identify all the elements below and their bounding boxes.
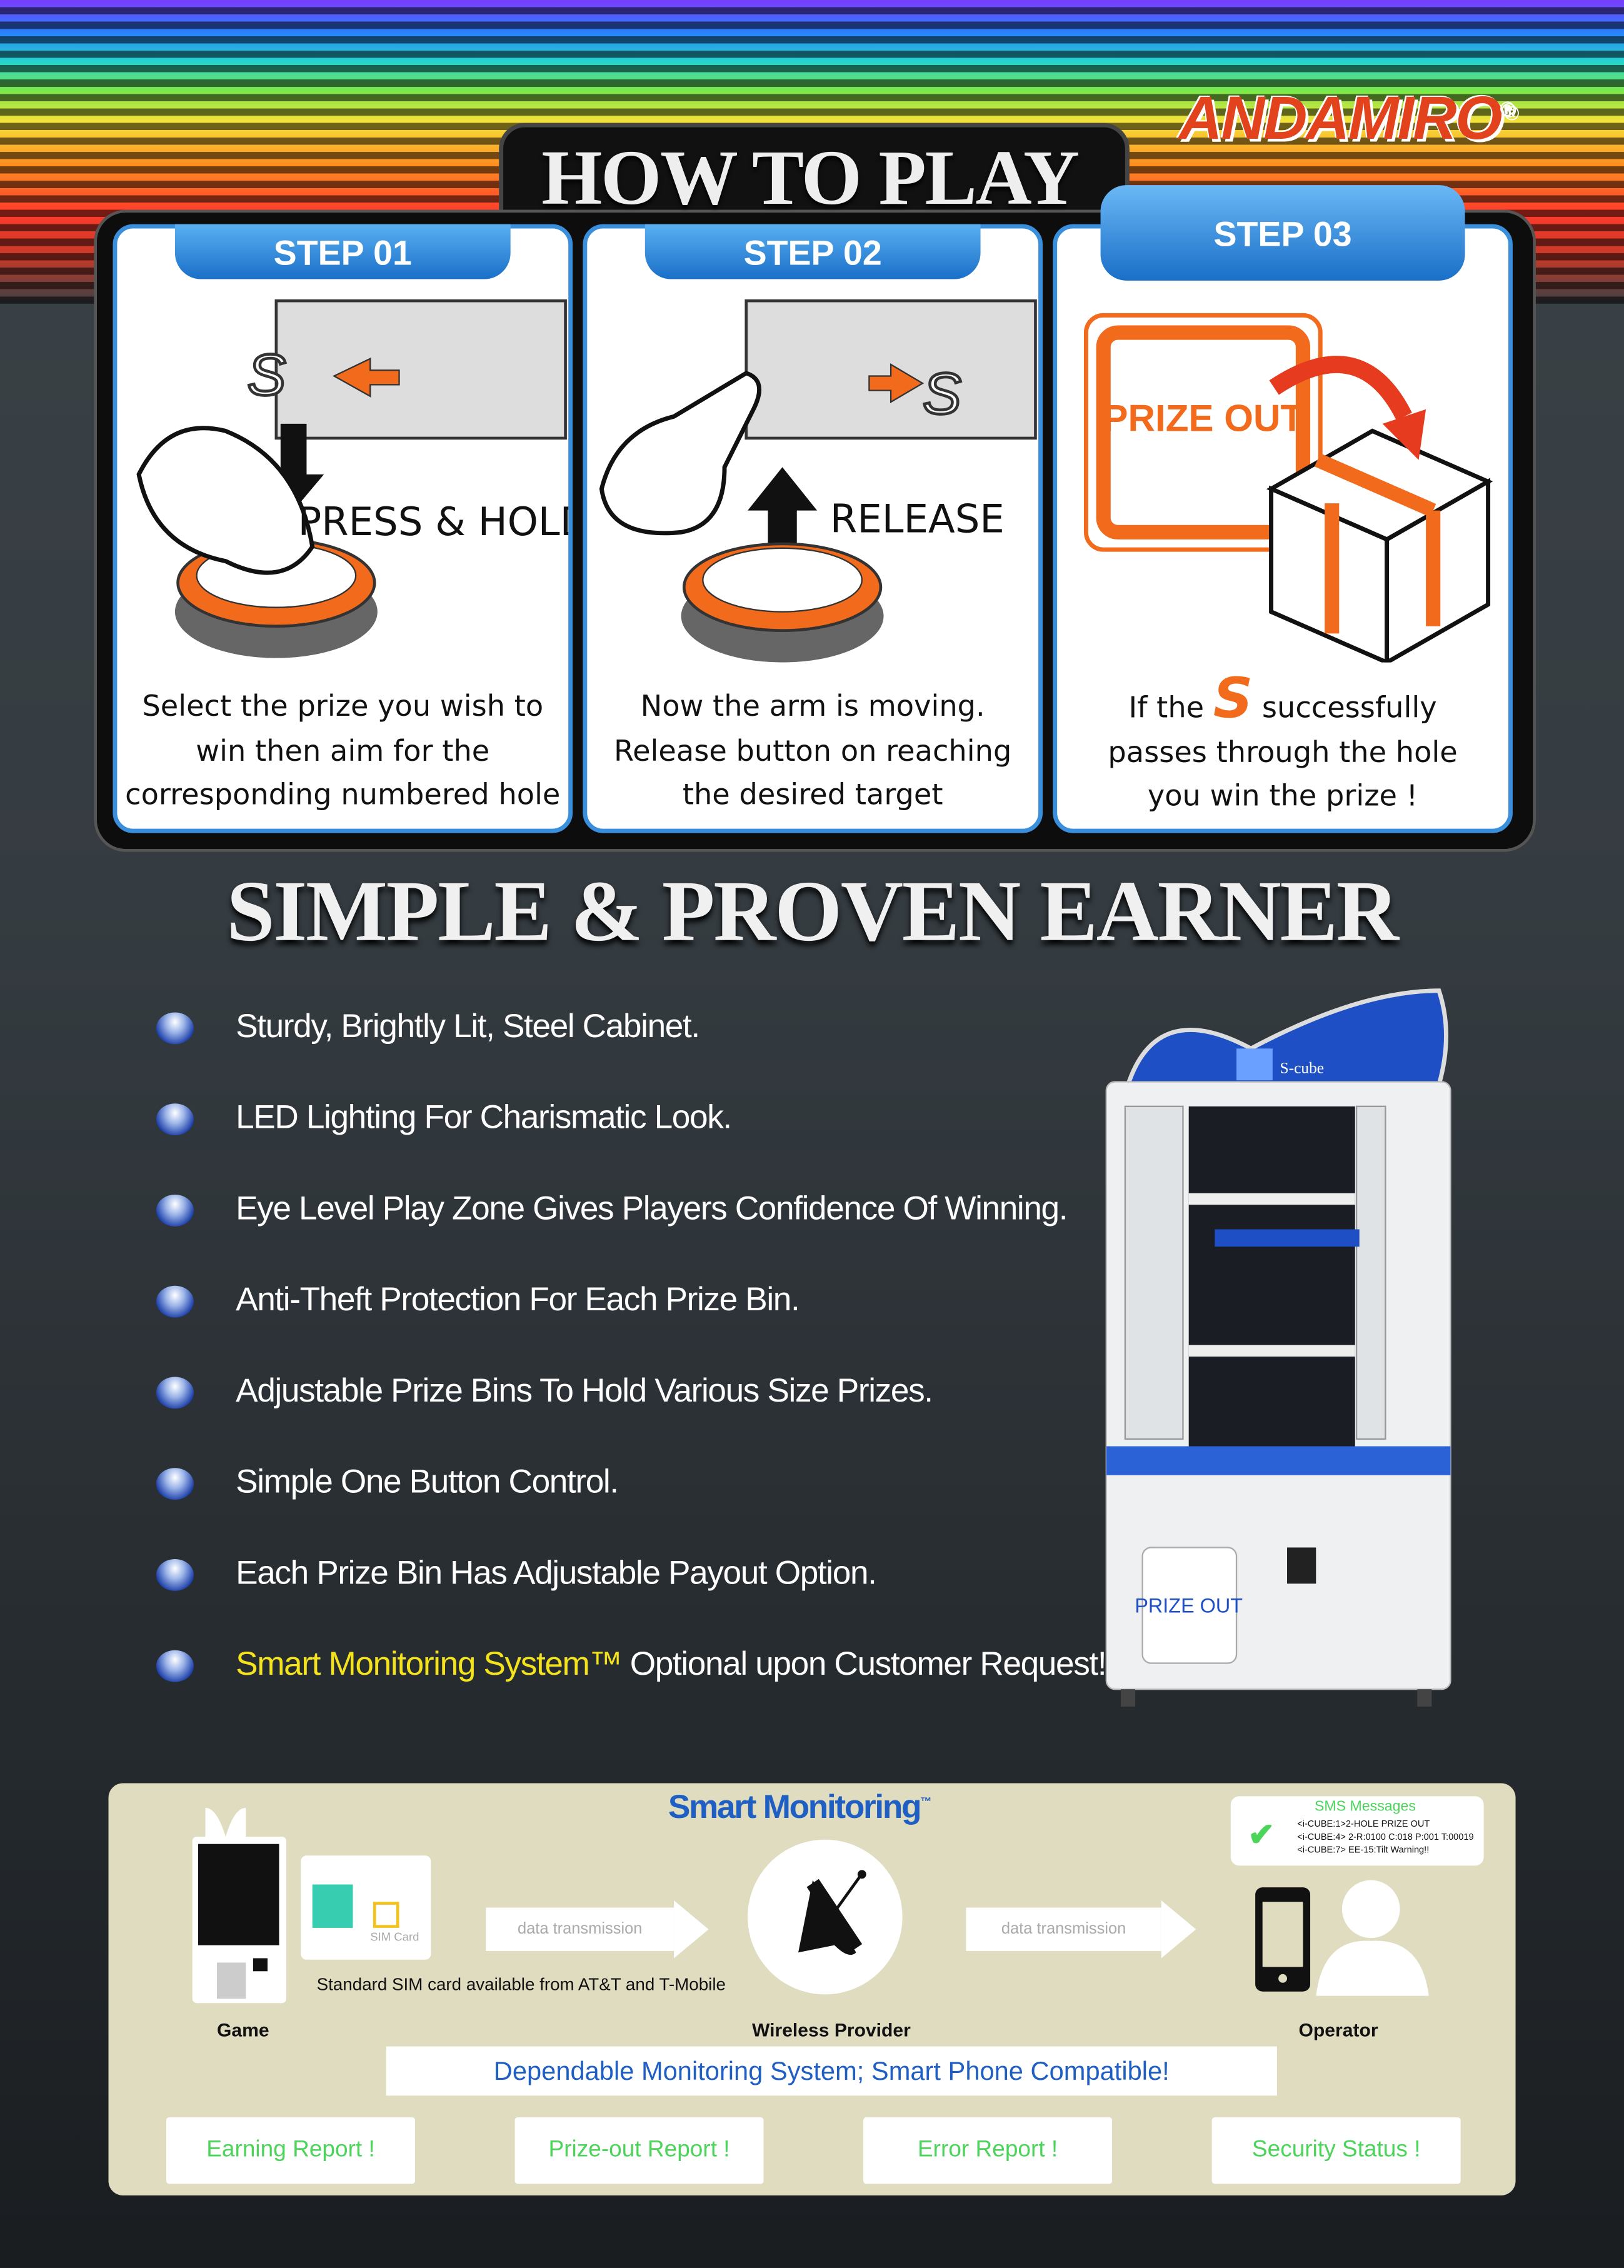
data-transmission-arrow-2: data transmission (966, 1907, 1161, 1951)
step-line: you win the prize ! (1147, 778, 1418, 813)
s-cube-icon: S (1213, 666, 1253, 731)
node-operator-label: Operator (1298, 2019, 1378, 2041)
step-line: Now the arm is moving. (640, 688, 985, 723)
step-label: STEP 03 (1100, 185, 1465, 281)
bullet-icon (156, 1285, 194, 1318)
prize-out-illustration: PRIZE OUT (1083, 313, 1493, 663)
machine-brand: S-cube (1280, 1059, 1324, 1077)
step-label: STEP 02 (644, 224, 981, 279)
step-line: the desired target (682, 776, 943, 811)
bullet-icon (156, 1012, 194, 1045)
feature-item: LED Lighting For Charismatic Look. (236, 1097, 732, 1136)
svg-text:S: S (923, 361, 961, 426)
step-line: corresponding numbered hole (125, 776, 561, 811)
data-transmission-arrow-1: data transmission (486, 1907, 674, 1951)
sms-line: <i-CUBE:4> 2-R:0100 C:018 P:001 T:00019 (1297, 1832, 1474, 1843)
bullet-icon (156, 1194, 194, 1227)
bullet-icon (156, 1377, 194, 1409)
error-report-box: Error Report ! (863, 2117, 1113, 2184)
feature-item: Sturdy, Brightly Lit, Steel Cabinet. (236, 1006, 700, 1045)
press-hold-label: PRESS & HOLD (298, 499, 569, 544)
how-to-play-title: HOW TO PLAY (541, 134, 1080, 221)
step-line: passes through the hole (1108, 734, 1458, 769)
machine-door-label: PRIZE OUT (1135, 1595, 1243, 1617)
feature-item: Eye Level Play Zone Gives Players Confid… (236, 1188, 1068, 1227)
step-line: Release button on reaching (614, 732, 1012, 768)
press-hold-illustration: S PRESS & HOLD (136, 299, 569, 658)
feature-item: Smart Monitoring System™ Optional upon C… (236, 1644, 1107, 1683)
release-illustration: S RELEASE (599, 299, 1037, 663)
smart-monitoring-title: Smart Monitoring™ (668, 1787, 932, 1825)
s-cube-machine-image: S-cube PRIZE OUT (1105, 988, 1451, 1707)
feature-item: Adjustable Prize Bins To Hold Various Si… (236, 1371, 933, 1409)
svg-text:S: S (248, 343, 286, 408)
bullet-icon (156, 1558, 194, 1591)
earning-report-box: Earning Report ! (166, 2117, 415, 2184)
feature-item: Simple One Button Control. (236, 1462, 619, 1500)
sim-note: Standard SIM card available from AT&T an… (316, 1974, 726, 1995)
registered-mark: ® (1501, 98, 1516, 122)
sms-messages-bubble: ✔ SMS Messages <i-CUBE:1>2-HOLE PRIZE OU… (1230, 1796, 1484, 1866)
arrow-right-icon (674, 1900, 709, 1959)
prize-out-text: PRIZE OUT (1103, 397, 1303, 439)
step-description: Select the prize you wish to win then ai… (117, 684, 568, 816)
step-card-3: STEP 03 PRIZE OUT If the S successfully … (1053, 185, 1513, 833)
smart-monitoring-highlight: Smart Monitoring System™ (236, 1644, 623, 1682)
sim-card-label: SIM Card (370, 1930, 419, 1944)
feature-item: Each Prize Bin Has Adjustable Payout Opt… (236, 1553, 877, 1591)
tagline-banner: Dependable Monitoring System; Smart Phon… (386, 2046, 1277, 2096)
security-status-box: Security Status ! (1211, 2117, 1461, 2184)
release-label: RELEASE (830, 496, 1005, 541)
step-card-1: STEP 01 S PRESS & HOLD Select the prize … (113, 224, 573, 833)
checkmark-icon: ✔ (1248, 1816, 1275, 1853)
prize-out-report-box: Prize-out Report ! (514, 2117, 764, 2184)
step-description: Now the arm is moving. Release button on… (587, 684, 1038, 816)
features-title: SIMPLE & PROVEN EARNER (226, 863, 1399, 959)
arrow-right-icon (1161, 1900, 1196, 1959)
sim-card-box: SIM Card (301, 1855, 431, 1960)
bullet-icon (156, 1468, 194, 1500)
step-line: Select the prize you wish to (142, 688, 544, 723)
satellite-dish-icon (748, 1839, 903, 1995)
andamiro-logo: ANDAMIRO® (1178, 84, 1516, 153)
feature-item-rest: Optional upon Customer Request! (621, 1644, 1107, 1682)
sms-line: <i-CUBE:1>2-HOLE PRIZE OUT (1297, 1819, 1430, 1830)
step-line: If the S successfully (1128, 666, 1437, 731)
sms-lines: <i-CUBE:1>2-HOLE PRIZE OUT <i-CUBE:4> 2-… (1297, 1818, 1473, 1857)
modem-icon (312, 1884, 353, 1928)
bullet-icon (156, 1650, 194, 1682)
step-label: STEP 01 (174, 224, 511, 279)
sms-title: SMS Messages (1314, 1799, 1416, 1815)
bullet-icon (156, 1103, 194, 1136)
sim-card-icon (373, 1902, 399, 1928)
sms-line: <i-CUBE:7> EE-15:Tilt Warning!! (1297, 1845, 1430, 1856)
step-description: If the S successfully passes through the… (1057, 666, 1508, 818)
game-machine-icon (192, 1807, 287, 2004)
node-wireless-provider-label: Wireless Provider (752, 2019, 911, 2041)
node-game-label: Game (217, 2019, 269, 2041)
operator-icon (1255, 1880, 1429, 1996)
step-card-2: STEP 02 S RELEASE Now the arm is moving.… (583, 224, 1043, 833)
step-line: win then aim for the (196, 732, 490, 768)
feature-item: Anti-Theft Protection For Each Prize Bin… (236, 1280, 800, 1318)
logo-text: ANDAMIRO (1178, 84, 1503, 152)
